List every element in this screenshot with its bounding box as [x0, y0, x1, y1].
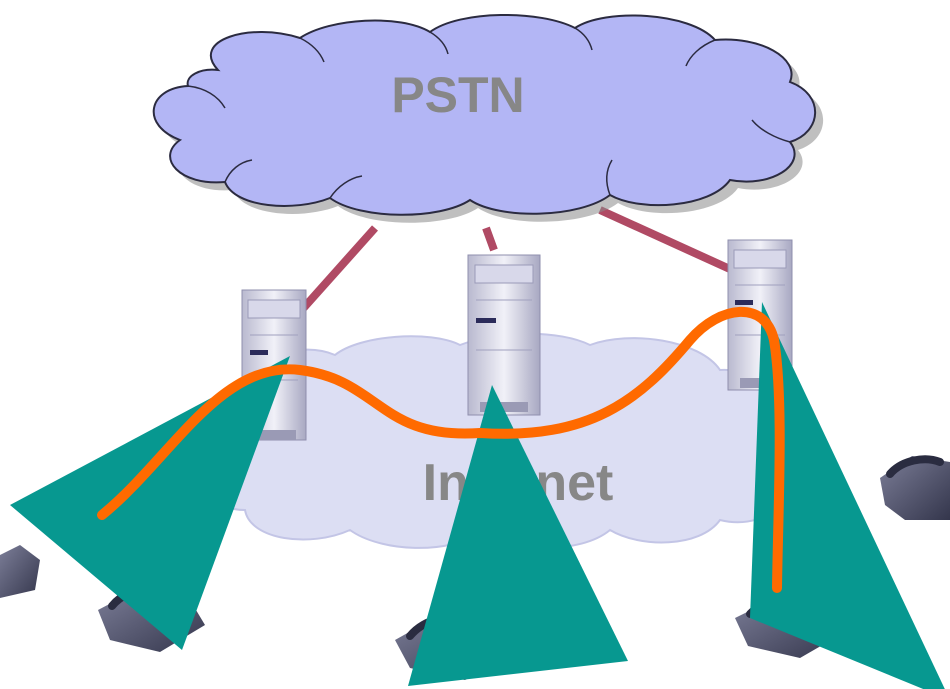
pstn-cloud-inner-arcs — [187, 27, 791, 199]
beam-right — [750, 302, 945, 689]
beam-middle — [408, 385, 628, 686]
pstn-trunk-lines — [297, 206, 734, 315]
beam-left — [10, 356, 290, 650]
coverage-beams — [10, 302, 945, 689]
gateway-server-middle — [467, 254, 541, 416]
pstn-cloud: PSTN — [152, 13, 824, 223]
desk-telephone-icon — [0, 545, 40, 598]
trunk-line-left — [297, 225, 378, 315]
telephone-far-left — [0, 545, 40, 598]
trunk-line-middle — [482, 226, 498, 252]
pstn-label: PSTN — [391, 67, 524, 123]
voip-call-path — [97, 306, 785, 593]
trunk-line-right — [598, 206, 734, 274]
pstn-cloud-shape — [152, 13, 817, 216]
telephone-far-right — [880, 455, 950, 520]
